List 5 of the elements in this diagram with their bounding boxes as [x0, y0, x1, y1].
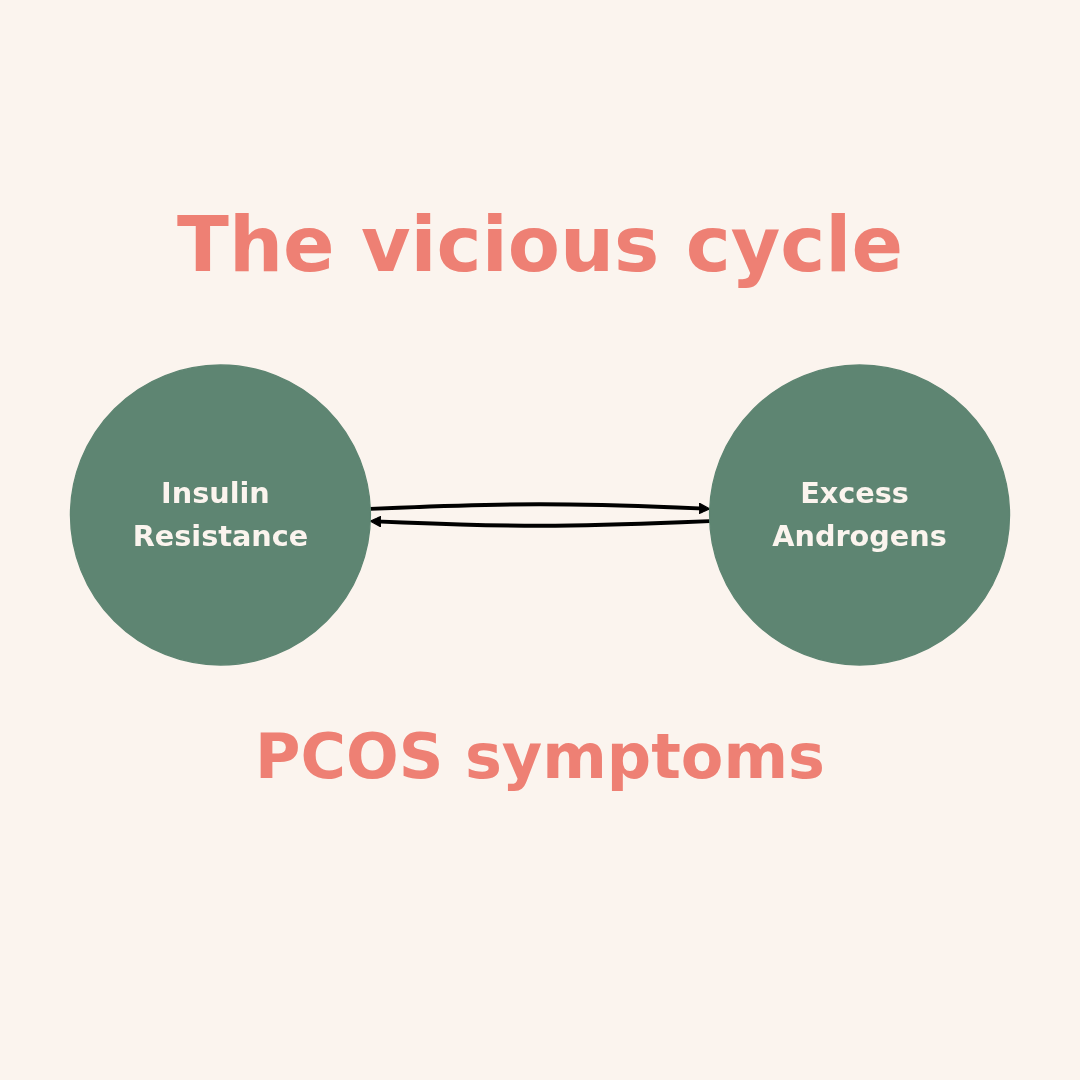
subtitle-label: PCOS symptoms	[255, 720, 825, 793]
node-circle: Excess Androgens	[708, 364, 1011, 666]
title: The vicious cycle	[177, 200, 903, 289]
node-circle: Insulin Resistance	[69, 364, 372, 666]
arrow	[369, 515, 710, 528]
